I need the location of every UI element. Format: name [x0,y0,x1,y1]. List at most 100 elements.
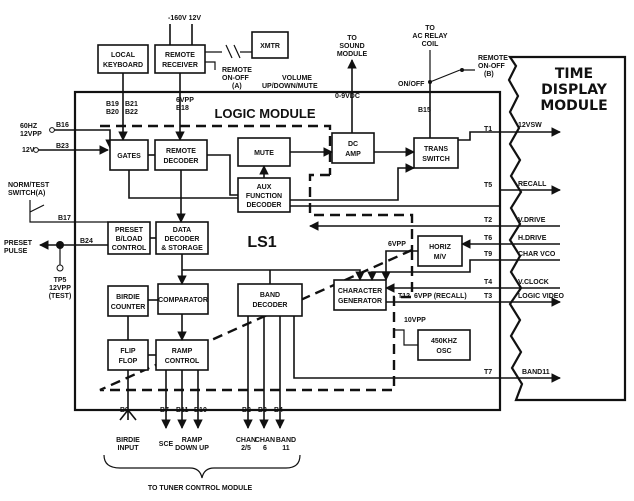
pin-b23: B23 [56,143,69,150]
osc-l1: 450KHZ [431,338,458,345]
out-t5-wire [290,185,561,207]
char-gen-block [333,279,387,311]
pin-b22: B22 [125,109,138,116]
remote-onoff-b-l1: REMOTE [478,55,508,62]
birdie-counter-l1: BIRDIE [116,294,140,301]
chan6-l1: CHAN [255,437,275,444]
preset-pulse-l2: PULSE [4,248,28,255]
flip-flop-l1: FLIP [120,348,135,355]
out-t7-pin: T7 [484,369,492,376]
band11-l1: BAND [276,437,296,444]
remote-onoff-a-l2: ON-OFF [222,75,250,82]
out-t4-sig: V.CLOCK [518,279,549,286]
comparator-label: COMPARATOR [158,297,208,304]
ac-relay-l2: AC RELAY [412,33,447,40]
ls1-title: LS1 [247,234,276,251]
pin-b7: B7 [160,407,169,414]
logic-module-title: LOGIC MODULE [214,106,315,121]
in-60hz-l2: 12VPP [20,131,42,138]
tp5-l1: TP5 [54,277,67,284]
pin-b24: B24 [80,238,93,245]
osc-to-chargen [394,329,418,346]
to-sound-l1: TO [347,35,357,42]
out-t5-sig: RECALL [518,181,547,188]
out-t6-sig: H.DRIVE [518,235,547,242]
vpp10-label: 10VPP [404,317,426,324]
mute-block [237,137,291,167]
pin-b15: B15 [418,107,431,114]
birdie-input-l2: INPUT [118,445,140,452]
time-display-module-outline [507,55,627,402]
preset-pulse-l1: PRESET [4,240,33,247]
dc-amp-l1: DC [348,141,358,148]
trans-switch-l2: SWITCH [422,156,450,163]
out-t3-sig: LOGIC VIDEO [518,293,564,300]
chan6-l2: 6 [263,445,267,452]
out-t1-pin: T1 [484,126,492,133]
xmtr-block [251,31,289,59]
trans-switch-l1: TRANS [424,146,448,153]
pin-b9: B9 [120,407,129,414]
remote-receiver-l2: RECEIVER [162,62,198,69]
osc-l2: OSC [436,348,451,355]
birdie-input-l1: BIRDIE [116,437,140,444]
out-t12-pin: T12 [398,293,410,300]
out-t2-sig: V.DRIVE [518,217,546,224]
pin-b4: B4 [274,407,283,414]
trans-switch-block [413,137,459,169]
pin-b10: B10 [194,407,207,414]
decoder-to-aux [207,154,238,196]
data-decoder-l3: & STORAGE [161,245,203,252]
out-t9-pin: T9 [484,251,492,258]
preset-l3: CONTROL [112,245,147,252]
out-t7-wire [293,316,561,383]
char-gen-l1: CHARACTER [338,288,382,295]
remote-receiver-l1: REMOTE [165,52,195,59]
to-sound-l2: SOUND [339,43,364,50]
dc-amp-l2: AMP [345,151,361,158]
time-display-line2: DISPLAY [541,82,608,98]
gates-to-aux [128,170,238,199]
dc-9v-label: 0-9VDC [335,93,360,100]
flip-flop-l2: FLOP [119,358,138,365]
data-decoder-l1: DATA [173,227,191,234]
data-decoder-block [155,221,209,255]
supply-wires [169,24,193,45]
ramp-control-block [155,339,209,371]
pin-b20: B20 [106,109,119,116]
norm-test-switch [29,200,108,223]
volume-l1: VOLUME [282,75,312,82]
in-12v: 12V [22,147,35,154]
birdie-counter-block [107,285,149,317]
aux-l2: FUNCTION [246,193,282,200]
remote-decoder-l1: REMOTE [166,148,196,155]
remote-onoff-b-l3: (B) [484,71,494,78]
sce-label: SCE [159,441,174,448]
band-decoder-block [237,283,303,317]
in-60hz-terminal [49,127,55,133]
out-t7-sig: BAND11 [522,369,550,376]
out-t3-pin: T3 [484,293,492,300]
out-t12-sig: 6VPP (RECALL) [414,293,467,300]
in-60hz-l1: 60HZ [20,123,38,130]
to-tuner-label: TO TUNER CONTROL MODULE [148,485,253,492]
tp5-l2: 12VPP [49,285,71,292]
remote-onoff-a-l1: REMOTE [222,67,252,74]
ir-link [205,44,252,59]
out-t4-pin: T4 [484,279,492,286]
aux-l1: AUX [257,184,272,191]
out-t9-sig: CHAR VCO [518,251,556,258]
pin-b19: B19 [106,101,119,108]
horiz-to-chargen [381,250,418,281]
pin-b21: B21 [125,101,138,108]
osc-block [417,329,471,361]
band-decoder-l2: DECODER [252,302,287,309]
ramp-l1: RAMP [182,437,203,444]
preset-l1: PRESET [115,227,144,234]
out-t9-wire [367,259,560,281]
tuner-brace [103,454,301,479]
on-off-label: ON/OFF [398,81,425,88]
norm-test-l1: NORM/TEST [8,182,50,189]
